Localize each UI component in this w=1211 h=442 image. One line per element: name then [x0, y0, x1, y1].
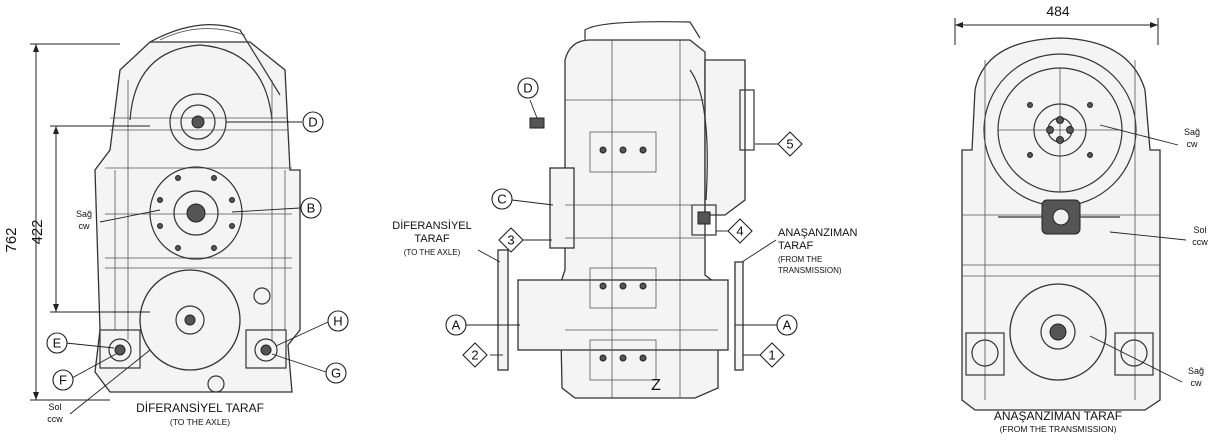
callout-center-a-right: A: [783, 318, 792, 333]
center-left-title-2: TARAF: [414, 233, 450, 245]
right-rot-cw2-label: Sağ: [1188, 366, 1204, 376]
right-rot-cw2-sub: cw: [1191, 378, 1203, 388]
left-caption: DİFERANSİYEL TARAF: [136, 401, 264, 415]
right-rot-cw-sub: cw: [1187, 139, 1199, 149]
callout-center-d: D: [523, 81, 532, 96]
right-caption: ANAŞANZIMAN TARAF: [994, 409, 1122, 423]
callout-center-2: 2: [471, 348, 478, 363]
center-right-title-sub-2: TRANSMISSION): [778, 266, 842, 275]
center-view: D C 5 3 4 2 1 A A DİFERANSİYEL TARAF (TO…: [392, 21, 858, 399]
center-left-title-1: DİFERANSİYEL: [392, 219, 471, 232]
left-rot-ccw-label: Sol: [48, 402, 61, 412]
center-right-title-sub-1: (FROM THE: [778, 255, 822, 264]
right-view: 484 Sağ cw: [954, 3, 1208, 434]
callout-left-g: G: [331, 366, 341, 381]
callout-left-d: D: [308, 115, 317, 130]
callout-center-1: 1: [768, 348, 775, 363]
right-rot-sol-label: Sol: [1193, 225, 1206, 235]
callout-center-3: 3: [507, 233, 514, 248]
callout-center-c: C: [497, 192, 506, 207]
dim-762-label: 762: [3, 227, 20, 252]
center-left-title-sub: (TO THE AXLE): [404, 248, 461, 257]
callout-center-a-left: A: [452, 318, 461, 333]
right-caption-sub: (FROM THE TRANSMISSION): [1000, 424, 1117, 434]
left-view: 762 422 Sağ cw Sol ccw DİFERANSİYEL TARA…: [3, 24, 349, 427]
callout-center-5: 5: [786, 137, 793, 152]
dim-484-label: 484: [1046, 3, 1070, 19]
left-rot-ccw-sub: ccw: [47, 414, 63, 424]
callout-left-h: H: [333, 314, 342, 329]
callout-center-4: 4: [736, 224, 743, 239]
callout-left-e: E: [53, 336, 62, 351]
center-axis-label: Z: [651, 377, 661, 394]
right-rot-sol-sub: ccw: [1192, 237, 1208, 247]
left-rot-cw-sub: cw: [79, 221, 91, 231]
left-caption-sub: (TO THE AXLE): [170, 417, 230, 427]
callout-left-b: B: [307, 201, 316, 216]
callout-left-f: F: [59, 373, 67, 388]
dim-422-label: 422: [29, 219, 46, 244]
center-right-title-2: TARAF: [778, 240, 814, 252]
center-right-title-1: ANAŞANZIMAN: [778, 227, 858, 239]
left-rot-cw-label: Sağ: [76, 209, 92, 219]
right-rot-cw-label: Sağ: [1184, 127, 1200, 137]
